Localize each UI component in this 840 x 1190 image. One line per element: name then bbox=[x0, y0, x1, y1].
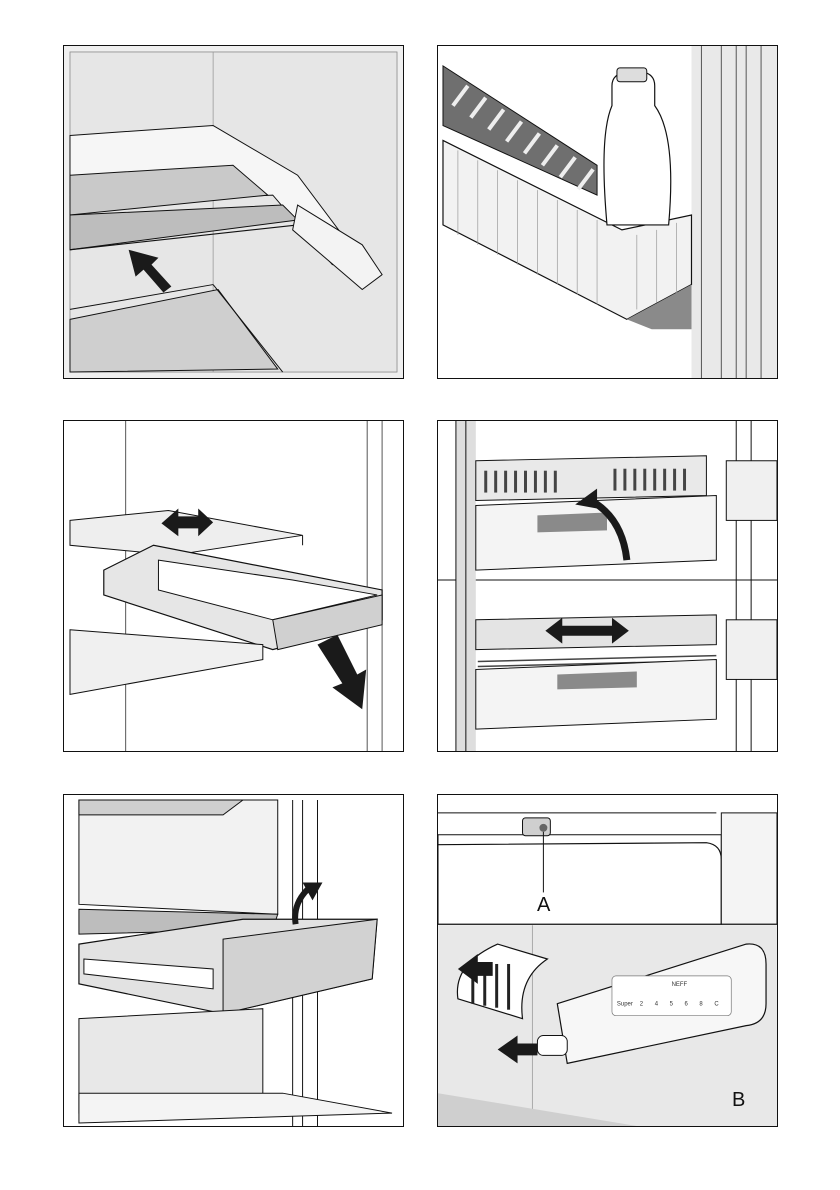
figure-door-tray bbox=[437, 45, 778, 379]
light-bulb bbox=[537, 1036, 567, 1056]
crisper-lid-illustration bbox=[438, 421, 777, 751]
svg-text:C: C bbox=[714, 1002, 719, 1008]
drawer-removal-illustration bbox=[64, 795, 403, 1126]
figure-drawer-removal bbox=[63, 794, 404, 1127]
callout-b: B bbox=[732, 1090, 745, 1110]
door-tray-illustration bbox=[438, 46, 777, 378]
callout-a: A bbox=[537, 895, 550, 915]
panel-logo: NEFF bbox=[672, 982, 688, 988]
shelf-insert-illustration bbox=[64, 46, 403, 378]
sliding-shelf-illustration bbox=[64, 421, 403, 751]
figure-sliding-shelf bbox=[63, 420, 404, 752]
figure-crisper-lid bbox=[437, 420, 778, 752]
figure-shelf-insert bbox=[63, 45, 404, 379]
figure-bulb-replacement: NEFF Super 2 4 5 6 8 C bbox=[437, 794, 778, 1127]
bulb-replacement-illustration: NEFF Super 2 4 5 6 8 C bbox=[438, 795, 777, 1126]
svg-text:Super: Super bbox=[617, 1002, 633, 1008]
